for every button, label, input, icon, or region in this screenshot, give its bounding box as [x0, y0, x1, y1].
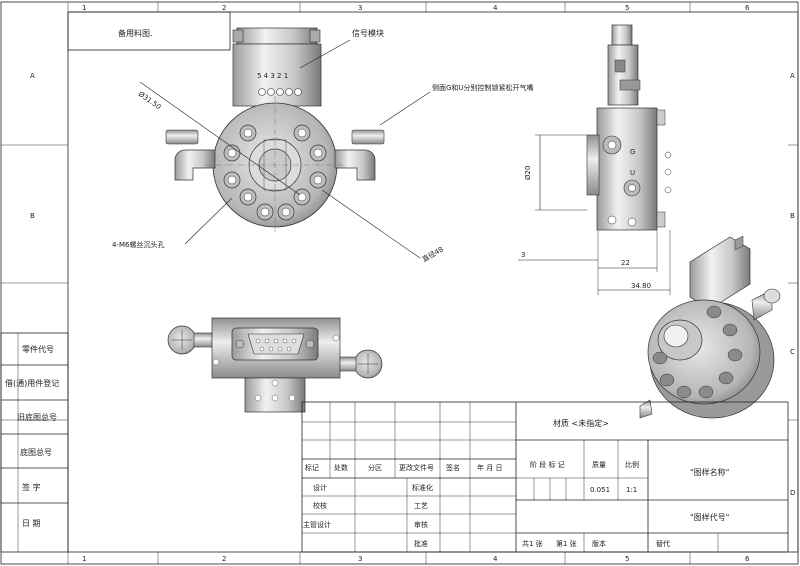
version-label: 版本: [592, 539, 606, 548]
side-label: 日 期: [22, 519, 41, 528]
drawing-code: "图样代号": [690, 512, 729, 522]
mass-label: 质量: [592, 460, 606, 469]
row-label: B: [790, 212, 795, 220]
mass-value: 0.051: [590, 486, 610, 494]
side-view: G U Ø20 3 22 34.80: [518, 24, 672, 295]
rev-header: 签名: [446, 463, 460, 472]
rev-header: 分区: [368, 463, 382, 472]
iso-view: [639, 235, 781, 419]
rev-header: 标记: [305, 463, 319, 472]
std-row: 审核: [414, 520, 428, 529]
title-block: 材质 <未指定> 标记 处数 分区 更改文件号 签名 年 月 日 设计 校核 主…: [301, 401, 789, 553]
col-label: 6: [745, 4, 750, 12]
col-label: 4: [493, 555, 498, 563]
front-view: 5 4 3 2 1: [112, 27, 534, 264]
col-label: 3: [358, 4, 362, 12]
row-label: A: [30, 72, 35, 80]
col-label: 2: [222, 555, 226, 563]
dim-34: 34.80: [631, 282, 651, 290]
col-label: 5: [625, 555, 629, 563]
stage-label: 阶 段 标 记: [530, 460, 565, 469]
sheet-total: 共1 张: [522, 539, 543, 548]
std-row: 批准: [414, 539, 428, 548]
callout-air-outlet: 侧面G和U分别控制锁紧松开气嘴: [432, 83, 534, 92]
dim-3: 3: [521, 251, 525, 259]
side-label: 底图总号: [20, 447, 52, 457]
col-label: 5: [625, 4, 629, 12]
col-label: 1: [82, 555, 86, 563]
material-text: 材质 <未指定>: [553, 418, 609, 428]
side-label: 旧底图总号: [17, 412, 57, 422]
scale-label: 比例: [625, 460, 639, 469]
scale-value: 1:1: [626, 486, 637, 494]
row-label: B: [30, 212, 35, 220]
corner-note: 备用料图.: [67, 11, 231, 51]
callout-diameter: 直径48: [421, 244, 445, 263]
row-label: C: [790, 348, 795, 356]
grid-labels: 1 2 3 4 5 6 1 2 3 4 5 6 A B A B C D: [30, 4, 795, 563]
col-label: 4: [493, 4, 498, 12]
row-label: D: [790, 489, 795, 497]
side-label: 借(通)用件登记: [5, 378, 59, 388]
dim-d31: Ø31.50: [137, 90, 163, 111]
side-label: 零件代号: [22, 344, 54, 354]
col-label: 2: [222, 4, 226, 12]
row-label: A: [790, 72, 795, 80]
std-row: 标准化: [412, 483, 433, 492]
callout-bolt-holes: 4-M6螺丝沉头孔: [112, 240, 164, 249]
rev-header: 更改文件号: [399, 463, 434, 472]
pin-numbers: 5 4 3 2 1: [257, 72, 288, 80]
rev-header: 处数: [334, 463, 348, 472]
sign-row: 主管设计: [303, 520, 331, 529]
col-label: 3: [358, 555, 362, 563]
sign-row: 校核: [313, 501, 327, 510]
dim-22: 22: [621, 259, 630, 267]
top-view: [167, 317, 383, 413]
sign-row: 设计: [313, 483, 327, 492]
sheet-no: 第1 张: [556, 539, 577, 548]
replace-label: 替代: [656, 539, 670, 548]
callout-signal-module: 信号模块: [352, 28, 384, 38]
dim-d20: Ø20: [524, 166, 532, 180]
port-g-label: G: [630, 148, 635, 156]
port-u-label: U: [630, 169, 635, 177]
col-label: 6: [745, 555, 750, 563]
col-label: 1: [82, 4, 86, 12]
side-label-column: 零件代号 借(通)用件登记 旧底图总号 底图总号 签 字 日 期: [0, 332, 69, 553]
corner-note-text: 备用料图.: [118, 28, 153, 38]
std-row: 工艺: [414, 502, 428, 510]
rev-header: 年 月 日: [477, 463, 502, 472]
drawing-name: "图样名称": [690, 467, 729, 477]
side-label: 签 字: [22, 482, 41, 492]
